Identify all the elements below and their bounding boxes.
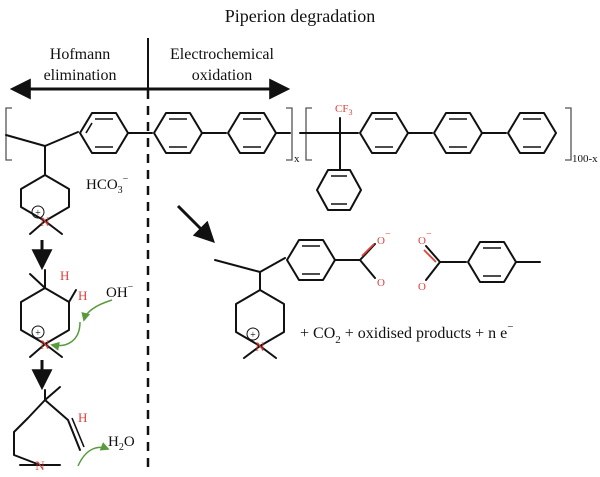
svg-text:+: + (35, 328, 41, 339)
electro-label-line1: Electrochemical (170, 46, 274, 63)
oxidation-arrow (176, 204, 215, 243)
left-bracket (5, 107, 12, 161)
svg-text:−: − (385, 229, 391, 240)
nitrogen-atom: N (40, 214, 50, 229)
electro-label-line2: oxidation (192, 67, 252, 84)
svg-text:CF3: CF3 (335, 103, 352, 117)
cf3-label: CF (335, 103, 348, 115)
svg-text:H: H (78, 288, 87, 303)
subscript-100-x: 100-x (572, 153, 598, 165)
svg-text:+ CO2 + oxidised products + n: + CO2 + oxidised products + n e− (300, 321, 513, 346)
svg-text:H: H (60, 268, 69, 283)
oxidised-fragment-2: O − O (418, 229, 541, 293)
water-label: H (108, 434, 119, 450)
svg-text:O: O (377, 277, 385, 289)
products-text: + CO (300, 325, 335, 342)
bracket-x-close (286, 107, 293, 161)
bicarbonate-label: HCO (86, 177, 118, 193)
pendant-phenyl-ring (316, 169, 362, 211)
svg-text:−: − (426, 229, 432, 240)
phenyl-ring-3 (227, 112, 277, 154)
svg-text:H: H (78, 410, 87, 425)
svg-text:+: + (250, 330, 256, 341)
svg-text:N: N (255, 339, 265, 354)
subscript-x: x (294, 153, 300, 165)
svg-text:O: O (377, 235, 385, 247)
phenyl-ring-5 (433, 112, 483, 154)
svg-text:N: N (40, 337, 50, 352)
hofmann-label-line2: elimination (44, 67, 117, 84)
phenyl-ring-2 (153, 112, 203, 154)
piperidinium-1: + N (20, 174, 70, 235)
phenyl-ring-4 (359, 112, 409, 154)
hofmann-intermediate: H H + N (20, 268, 113, 358)
diagram-title: Piperion degradation (225, 6, 375, 26)
svg-text:HCO3−: HCO3− (86, 174, 129, 196)
backbone-bond-1 (5, 131, 79, 147)
svg-text:H2O: H2O (108, 434, 135, 453)
hofmann-label-line1: Hofmann (50, 46, 110, 63)
svg-text:O: O (418, 235, 426, 247)
svg-text:OH−: OH− (106, 282, 134, 301)
svg-text:+: + (35, 208, 41, 219)
svg-text:O: O (418, 281, 426, 293)
svg-text:N: N (35, 458, 45, 473)
hydroxide-label: OH (106, 285, 128, 301)
polymer-backbone: x CF3 100-x (5, 103, 598, 211)
phenyl-ring-6 (507, 112, 557, 154)
oxidised-fragment-1: O − O + N (214, 229, 391, 359)
bracket-2-close (565, 107, 572, 161)
phenyl-ring-1 (79, 112, 129, 154)
ring-opened-product: H N (13, 386, 110, 473)
